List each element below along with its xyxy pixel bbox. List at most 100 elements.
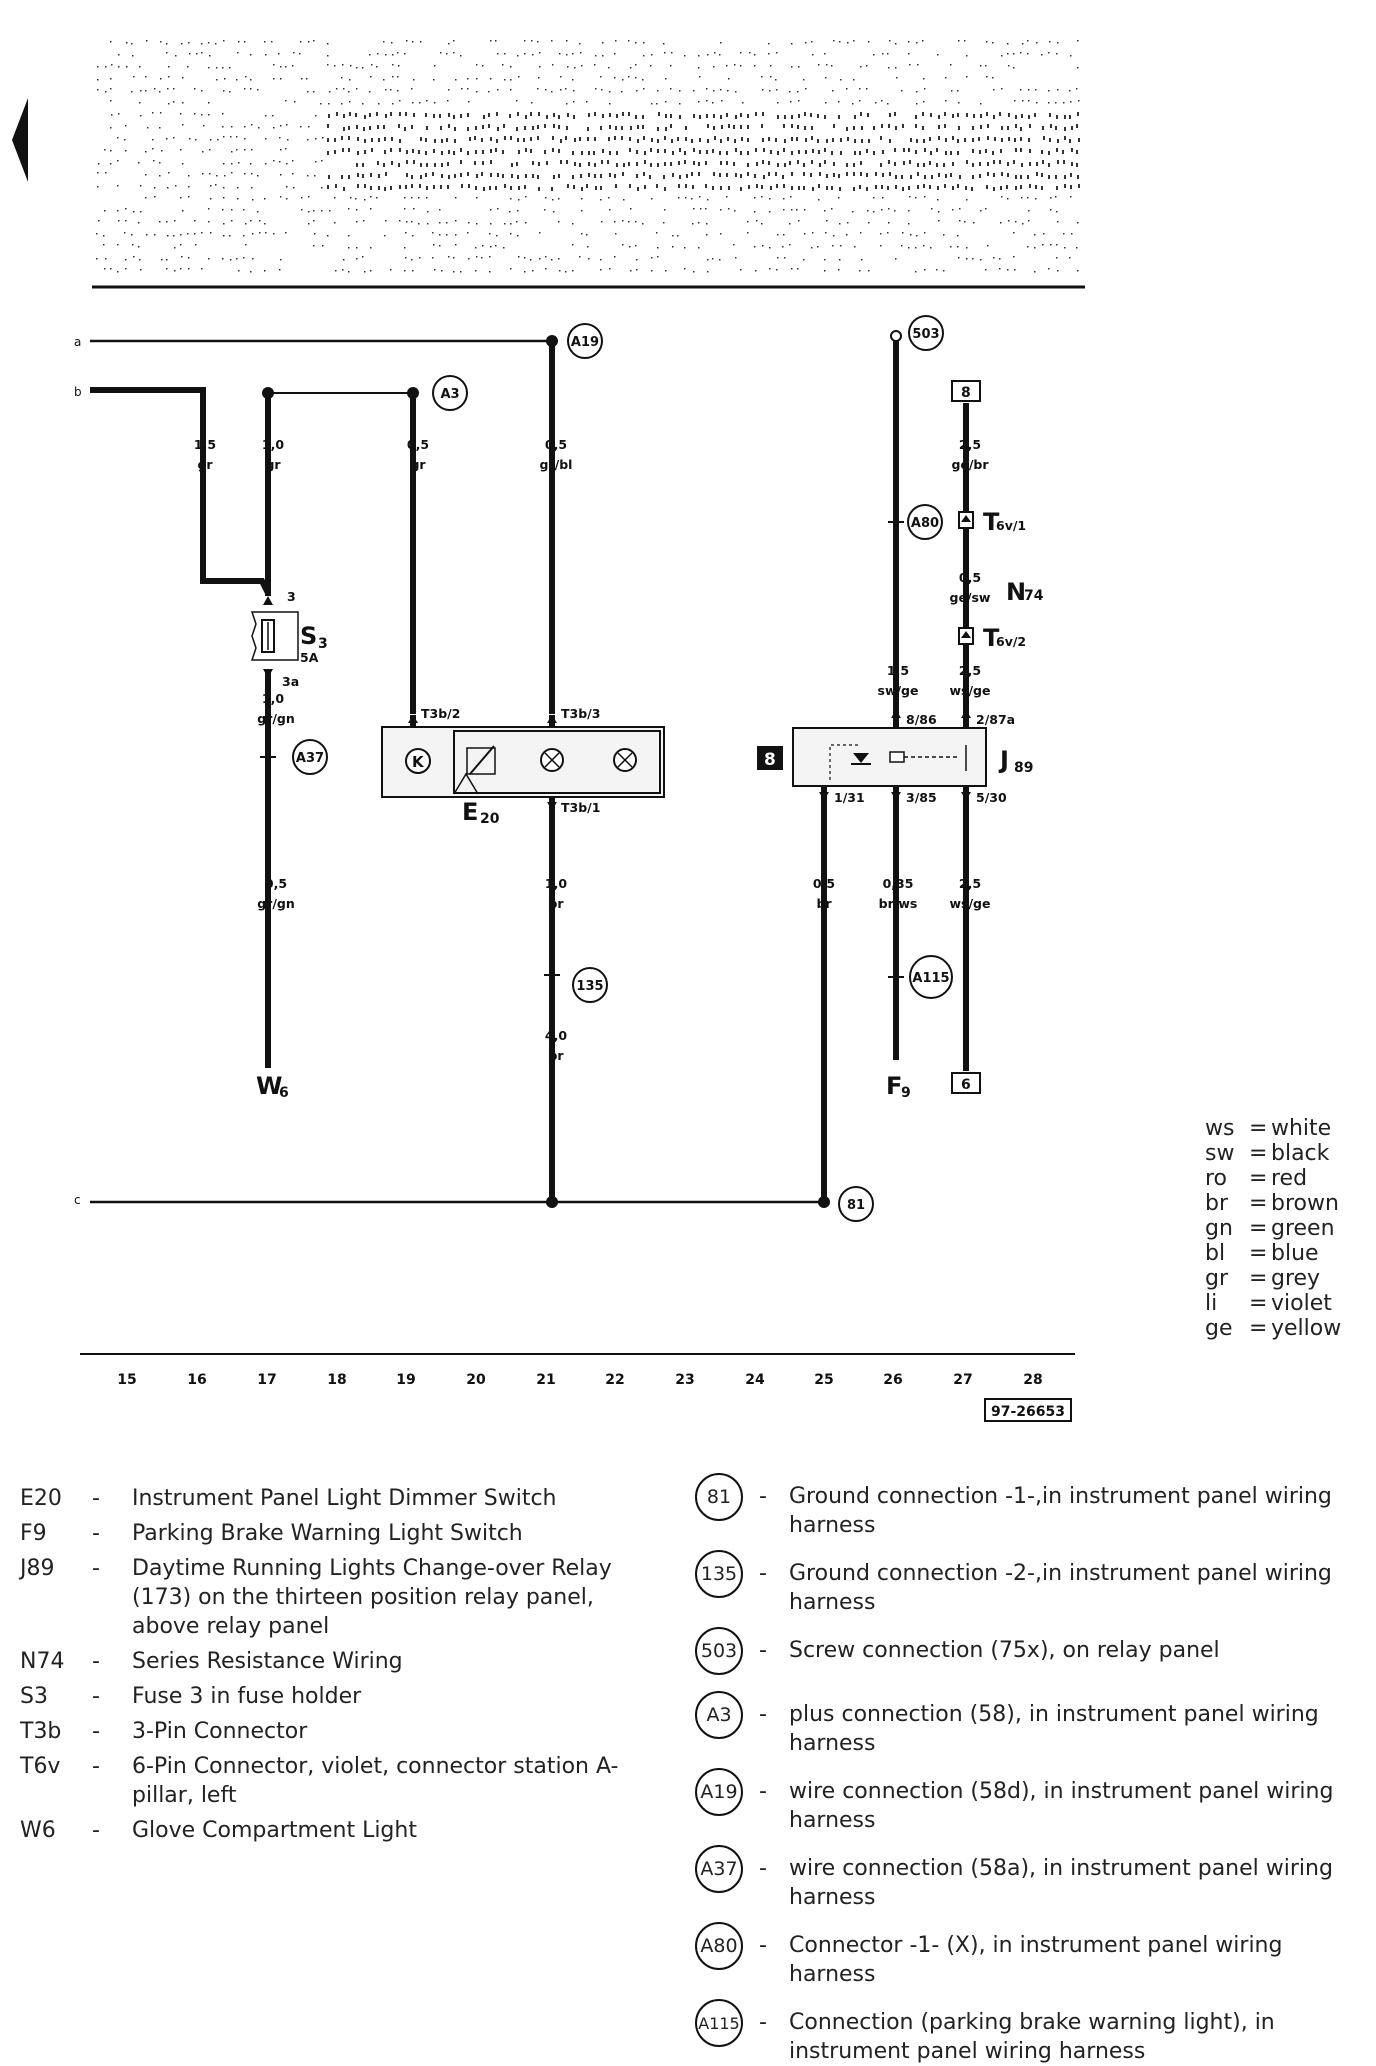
- svg-text:gr: gr: [265, 457, 281, 472]
- svg-text:0,5: 0,5: [407, 437, 429, 452]
- equals-sign: =: [1249, 1291, 1268, 1316]
- colour-name: white: [1271, 1116, 1332, 1141]
- connection-circle-labels: A19 A3 A37 503 A80 135 A115 81: [296, 327, 950, 1213]
- connection-legend-item: A37-wire connection (58a), in instrument…: [695, 1845, 1355, 1912]
- component-description: 3-Pin Connector: [132, 1719, 308, 1744]
- component-code: T6v: [20, 1754, 61, 1779]
- equals-sign: =: [1249, 1266, 1268, 1291]
- connection-circle-icon: 135: [695, 1550, 743, 1598]
- column-number: 20: [466, 1372, 486, 1388]
- connection-description: Connection (parking brake warning light)…: [789, 2010, 1275, 2064]
- component-legend-item: J89-Daytime Running Lights Change-over R…: [20, 1554, 660, 1641]
- pin-label: 5/30: [976, 790, 1007, 805]
- colour-key-row: ws=white: [1205, 1116, 1341, 1141]
- connection-circle-icon: A3: [695, 1691, 743, 1739]
- w6-sub: 6: [279, 1085, 289, 1101]
- svg-text:2,5: 2,5: [959, 437, 981, 452]
- row-lines: [90, 339, 824, 1204]
- component-code: W6: [20, 1818, 56, 1843]
- connection-circles: [292, 315, 953, 1222]
- connection-legend: 81-Ground connection -1-,in instrument p…: [695, 1473, 1355, 2066]
- colour-key-row: gn=green: [1205, 1216, 1341, 1241]
- component-code: F9: [20, 1521, 47, 1546]
- pin-label: T3b/1: [561, 800, 600, 815]
- pin-label: 3: [287, 589, 296, 604]
- svg-text:2,5: 2,5: [959, 663, 981, 678]
- svg-text:br/ws: br/ws: [879, 896, 918, 911]
- svg-text:4,0: 4,0: [545, 1028, 567, 1043]
- column-number: 17: [257, 1372, 276, 1388]
- separator: -: [92, 1818, 100, 1843]
- column-number: 15: [117, 1372, 136, 1388]
- svg-text:A37: A37: [296, 751, 324, 766]
- row-label-c: c: [74, 1193, 81, 1207]
- pin-label: 1/31: [834, 790, 865, 805]
- column-number: 28: [1023, 1372, 1042, 1388]
- svg-text:gr/gn: gr/gn: [257, 896, 295, 911]
- svg-text:1,5: 1,5: [194, 437, 216, 452]
- terminal-boxes: 8 6: [951, 380, 981, 1094]
- fuse-s3-rating: 5A: [300, 650, 319, 665]
- header-banner: [96, 40, 1080, 273]
- relay-position-label: 8: [764, 750, 776, 770]
- wire-labels: 1,5 gr 1,0 gr 0,5 gr 0,5 gr/bl 1,0 gr/gn…: [194, 437, 991, 1063]
- column-number: 25: [814, 1372, 833, 1388]
- connection-circle-icon: A37: [695, 1845, 743, 1893]
- t6v-letter: T: [983, 508, 1000, 536]
- colour-key-row: ge=yellow: [1205, 1316, 1341, 1341]
- colour-name: brown: [1271, 1191, 1339, 1216]
- svg-text:8: 8: [961, 385, 971, 401]
- f9-sub: 9: [901, 1085, 911, 1101]
- component-legend-item: E20-Instrument Panel Light Dimmer Switch: [20, 1484, 660, 1513]
- svg-text:A115: A115: [912, 971, 949, 986]
- colour-code: ge: [1205, 1316, 1233, 1341]
- reference-box: [984, 1398, 1072, 1422]
- separator: -: [759, 2010, 767, 2035]
- equals-sign: =: [1249, 1166, 1268, 1191]
- colour-key-row: bl=blue: [1205, 1241, 1341, 1266]
- colour-name: blue: [1271, 1241, 1319, 1266]
- back-arrow-icon[interactable]: [12, 98, 28, 182]
- svg-text:1,0: 1,0: [262, 437, 284, 452]
- column-number: 23: [675, 1372, 694, 1388]
- svg-text:sw/ge: sw/ge: [878, 683, 919, 698]
- svg-text:503: 503: [912, 327, 939, 342]
- svg-text:81: 81: [847, 1198, 865, 1213]
- colour-key-row: gr=grey: [1205, 1266, 1341, 1291]
- connection-circle-icon: A115: [695, 1999, 743, 2047]
- component-legend-item: F9-Parking Brake Warning Light Switch: [20, 1519, 660, 1548]
- colour-key-row: br=brown: [1205, 1191, 1341, 1216]
- component-legend-item: N74-Series Resistance Wiring: [20, 1647, 660, 1676]
- separator: -: [92, 1486, 100, 1511]
- svg-text:1,0: 1,0: [545, 876, 567, 891]
- equals-sign: =: [1249, 1191, 1268, 1216]
- pin-label: 6v/2: [996, 634, 1026, 649]
- connector-ticks: [260, 521, 904, 978]
- equals-sign: =: [1249, 1141, 1268, 1166]
- fuse-s3-sub: 3: [318, 636, 328, 652]
- connection-legend-item: 135-Ground connection -2-,in instrument …: [695, 1550, 1355, 1617]
- svg-text:gr: gr: [410, 457, 426, 472]
- colour-code: sw: [1205, 1141, 1235, 1166]
- colour-code: gn: [1205, 1216, 1233, 1241]
- connection-description: plus connection (58), in instrument pane…: [789, 1702, 1319, 1756]
- pin-label: T3b/3: [561, 706, 600, 721]
- svg-text:0,5: 0,5: [959, 570, 981, 585]
- e20-sub: 20: [480, 811, 500, 827]
- fuse-s3-letter: S: [300, 622, 317, 650]
- row-label-a: a: [74, 335, 81, 349]
- separator: -: [759, 1856, 767, 1881]
- junction-dots: [262, 335, 830, 1208]
- colour-key-row: sw=black: [1205, 1141, 1341, 1166]
- connector-t6v: T 6v/1 T 6v/2 N 74: [958, 508, 1044, 652]
- connection-legend-item: A19-wire connection (58d), in instrument…: [695, 1768, 1355, 1835]
- separator: -: [759, 1484, 767, 1509]
- screw-terminal: [890, 330, 902, 342]
- e20-letter: E: [462, 798, 478, 826]
- svg-text:ge/sw: ge/sw: [950, 590, 991, 605]
- pin-label: 8/86: [906, 712, 937, 727]
- separator: -: [759, 1933, 767, 1958]
- separator: -: [759, 1638, 767, 1663]
